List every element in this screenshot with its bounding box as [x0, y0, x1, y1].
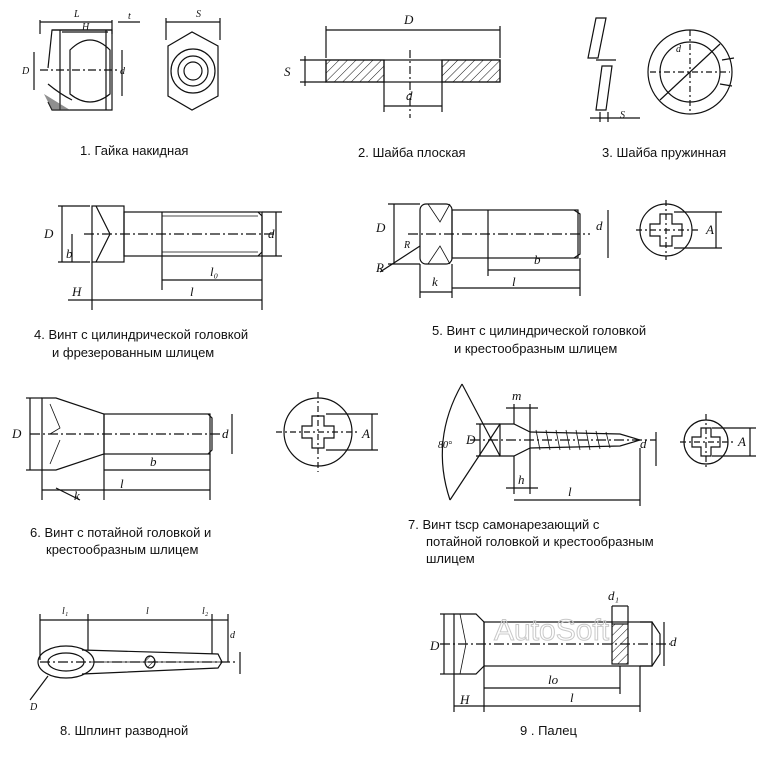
dim-b-fig5: b [534, 252, 541, 267]
dim-l-fig6: l [120, 476, 124, 491]
dim-d-fig4: d [268, 226, 275, 241]
caption-9: 9 . Палец [520, 723, 577, 738]
dim-L-fig1: L [73, 9, 80, 20]
figure-3-spring-washer [587, 17, 735, 122]
dim-lo-fig9: lo [548, 672, 559, 687]
dim-D-fig2: D [403, 12, 414, 27]
dim-H-fig1: H [81, 22, 90, 33]
caption-5-line2: и крестообразным шлицем [454, 341, 618, 356]
dim-D-fig4: D [43, 226, 54, 241]
dim-b-fig4: b [66, 246, 73, 261]
dim-D-fig9: D [429, 638, 440, 653]
caption-7-line2: потайной головкой и крестообразным [426, 534, 654, 549]
dim-D-fig7: D [465, 432, 476, 447]
dim-b-fig6: b [150, 454, 157, 469]
caption-2: 2. Шайба плоская [358, 145, 466, 160]
dim-H-fig9: H [459, 692, 470, 707]
dim-d-fig2: d [406, 88, 413, 103]
dim-l-fig8: l [146, 606, 149, 617]
dim-D-fig5: D [375, 220, 386, 235]
dim-H-fig4: H [71, 284, 82, 299]
dim-D-fig8: D [29, 702, 38, 713]
dim-D-fig1: D [21, 66, 30, 77]
dim-l0-fig4: l₀ [210, 264, 218, 279]
dim-A-fig6: A [361, 426, 370, 441]
dim-S-fig1: S [196, 9, 201, 20]
dim-80deg-fig7: 80° [438, 440, 452, 451]
dim-s-fig3: S [620, 110, 625, 121]
dim-k-fig5: k [432, 274, 438, 289]
dim-m-fig7: m [512, 388, 521, 403]
dim-l-fig5: l [512, 274, 516, 289]
dim-l1-fig8: l₁ [62, 606, 68, 617]
caption-7-line1: 7. Винт tscp самонарезающий с [408, 517, 600, 532]
dim-R-inner-fig5: R [403, 240, 410, 251]
dim-l-fig4: l [190, 284, 194, 299]
figure-1-cap-nut [33, 18, 221, 111]
dim-l-fig9: l [570, 690, 574, 705]
dim-d-fig1: d [120, 66, 126, 77]
caption-6-line1: 6. Винт с потайной головкой и [30, 525, 212, 540]
figure-2-flat-washer [300, 26, 501, 118]
dim-D-fig6: D [11, 426, 22, 441]
caption-8: 8. Шплинт разводной [60, 723, 189, 738]
caption-6-line2: крестообразным шлицем [46, 542, 199, 557]
dim-A-fig7: A [737, 434, 746, 449]
dim-k-fig6: k [74, 488, 80, 503]
dim-R-fig5: R [375, 260, 384, 275]
figure-5-phillips-cheese-screw [379, 200, 722, 298]
caption-3: 3. Шайба пружинная [602, 145, 727, 160]
dim-d-fig3: d [676, 44, 682, 55]
caption-5-line1: 5. Винт с цилиндрической головкой [432, 323, 647, 338]
figure-9-pin [440, 605, 670, 712]
figure-4-slotted-screw [58, 205, 282, 310]
dim-d-fig6: d [222, 426, 229, 441]
dim-d-fig7: d [640, 436, 647, 451]
dim-d1-fig9: d₁ [608, 588, 619, 603]
caption-1: 1. Гайка накидная [80, 143, 189, 158]
caption-4-line2: и фрезерованным шлицем [52, 345, 215, 360]
dim-A-fig5: A [705, 222, 714, 237]
dim-d-fig9: d [670, 634, 677, 649]
figure-6-countersunk-screw [26, 392, 378, 501]
caption-4-line1: 4. Винт с цилиндрической головкой [34, 327, 249, 342]
dim-h-fig7: h [518, 472, 525, 487]
caption-7-line3: шлицем [426, 551, 475, 566]
dim-d-fig8: d [230, 630, 236, 641]
dim-l-fig7: l [568, 484, 572, 499]
dim-S-fig2: S [284, 64, 291, 79]
watermark: AutoSoft [494, 614, 610, 647]
dim-l2-fig8: l₂ [202, 606, 209, 617]
dim-t-fig1: t [128, 11, 131, 22]
figure-7-self-tapping-screw [441, 383, 756, 506]
figure-8-cotter-pin [29, 614, 241, 701]
dim-d-fig5: d [596, 218, 603, 233]
